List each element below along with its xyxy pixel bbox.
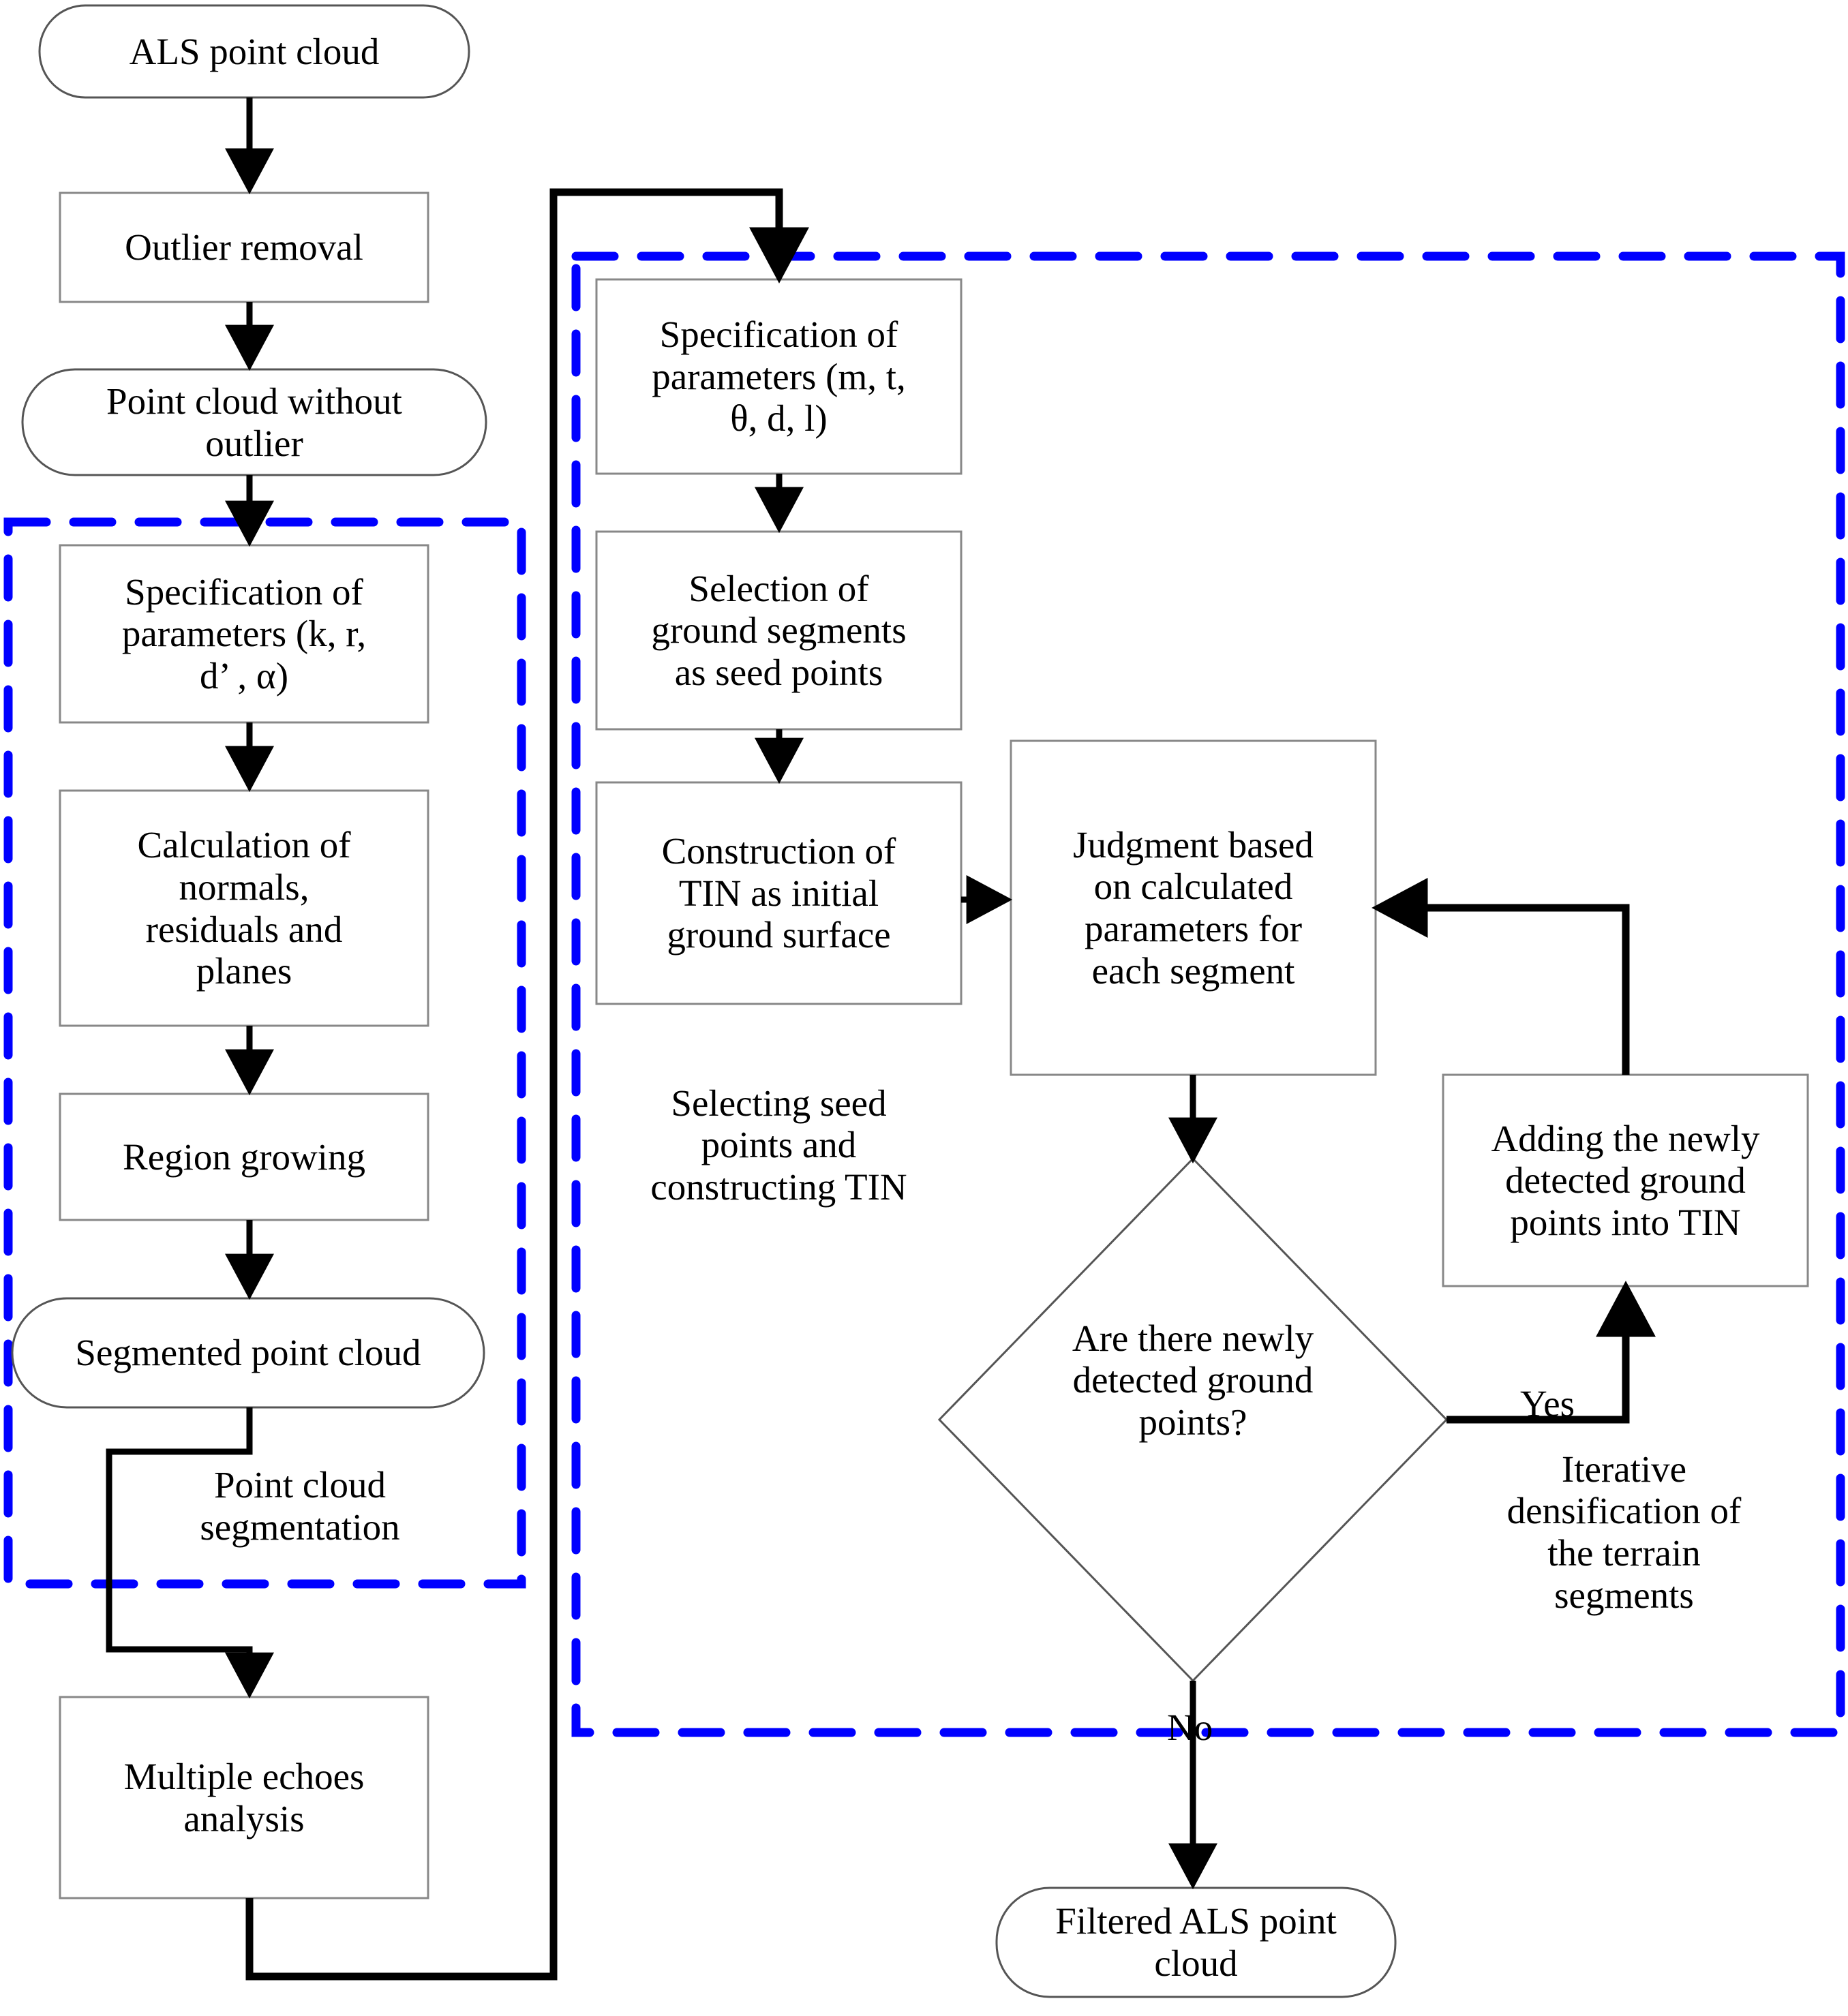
node-point-cloud-no-outlier (21, 368, 487, 476)
edge-echoes-to-specparams-right (245, 188, 809, 1981)
node-newly-detected-decision (937, 1157, 1449, 1683)
node-multiple-echoes (59, 1696, 429, 1899)
node-segmented-point-cloud (11, 1297, 485, 1409)
node-calc-normals (59, 789, 429, 1027)
group-segmentation-dashed-border (3, 517, 526, 1589)
node-filtered-als-cloud (995, 1887, 1397, 1998)
node-selection-ground-seg (595, 530, 963, 731)
group-densification-dashed-border (571, 251, 1845, 1737)
node-outlier-removal (59, 192, 429, 303)
node-als-point-cloud (38, 4, 470, 99)
node-judgment-params (1010, 739, 1377, 1076)
edge-segmented-to-echoes (106, 1407, 274, 1699)
node-spec-params-left (59, 544, 429, 724)
node-adding-points-tin (1442, 1073, 1809, 1287)
edge-adding-to-judgment (1372, 878, 1630, 1075)
node-spec-params-right (595, 278, 963, 475)
node-region-growing (59, 1093, 429, 1221)
edge-decision-yes-to-adding (1446, 1281, 1656, 1424)
node-construction-tin (595, 781, 963, 1005)
